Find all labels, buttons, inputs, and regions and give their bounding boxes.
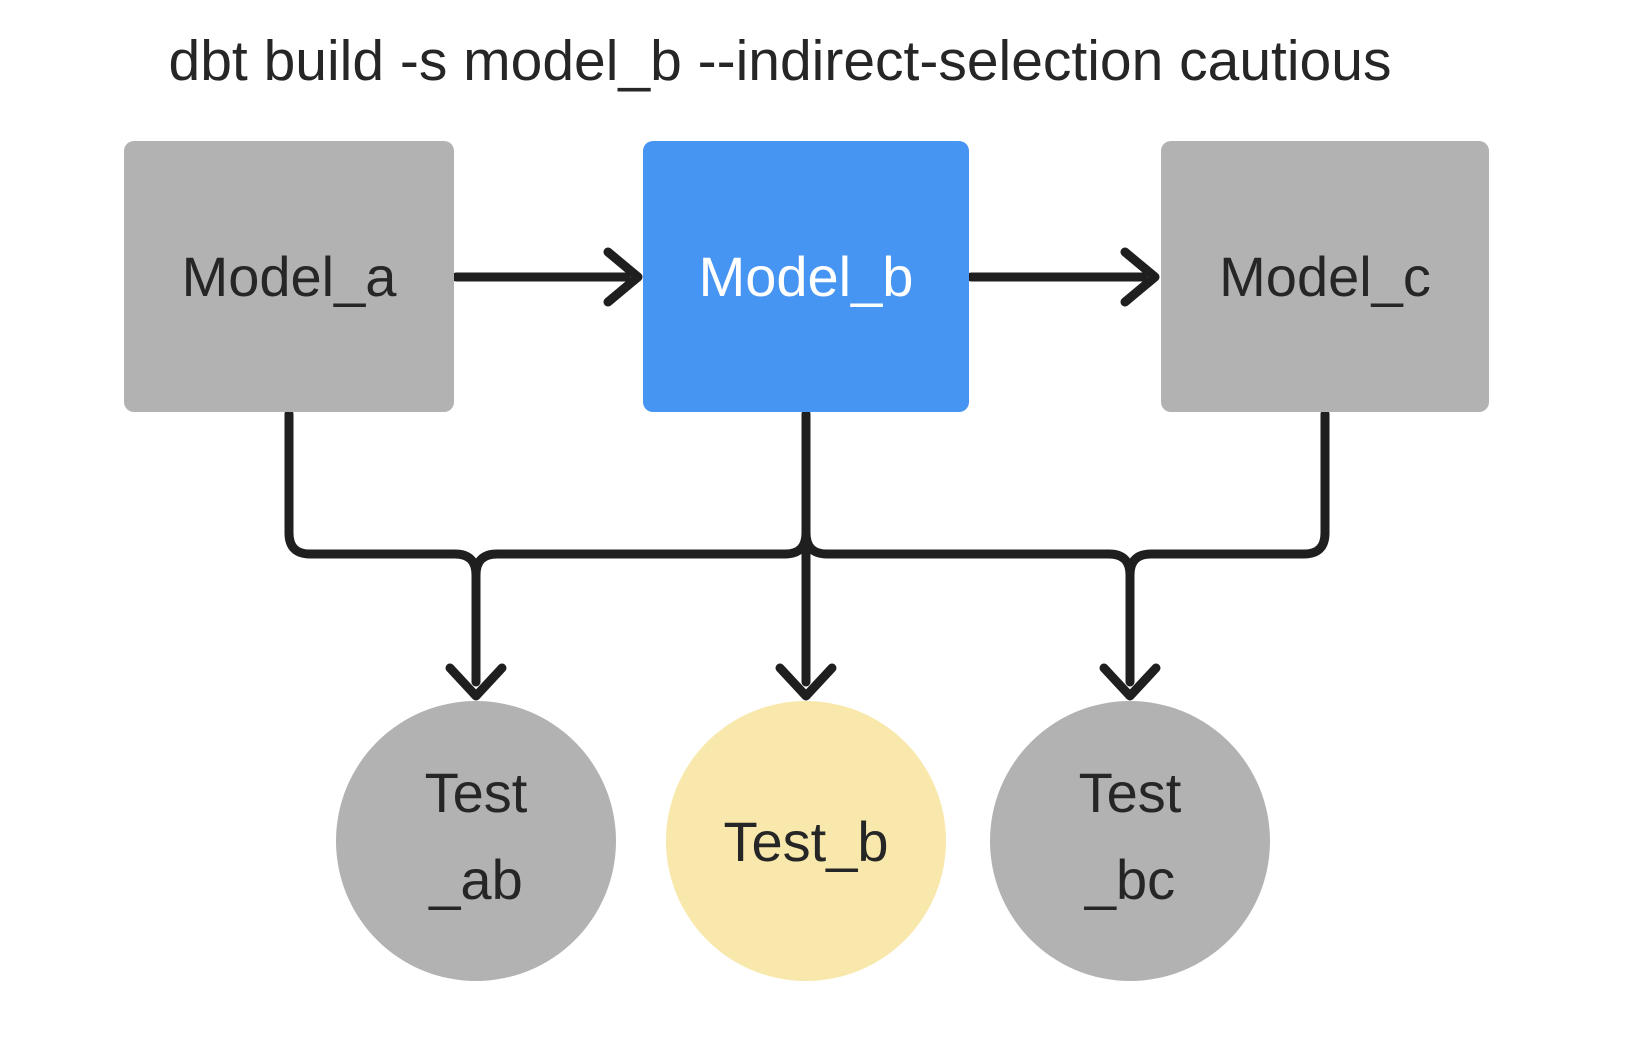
model-a-label: Model_a [182, 245, 398, 308]
arrowhead-model-a-to-model-b [603, 247, 643, 307]
arrowhead-test-b [775, 663, 837, 701]
test-ab-label-line2: _ab [428, 848, 522, 911]
test-bc-label-line1: Test [1079, 761, 1182, 824]
edge-lines [284, 247, 1330, 701]
test-ab-node [336, 701, 616, 981]
arrowhead-test-bc [1099, 663, 1161, 701]
edge-model-c-to-test-bc [1125, 409, 1330, 687]
model-b-node [643, 141, 969, 412]
test-b-label: Test_b [724, 810, 889, 873]
model-b-label: Model_b [699, 245, 914, 308]
model-c-label: Model_c [1219, 245, 1431, 308]
edge-model-b-to-test-bc [801, 528, 1135, 580]
labels-dark: dbt build -s model_b --indirect-selectio… [169, 29, 1431, 911]
test-bc-label-line2: _bc [1084, 848, 1175, 911]
edge-model-b-to-test-ab [471, 528, 811, 580]
model-a-node [124, 141, 454, 412]
edge-model-a-to-test-ab [284, 409, 481, 687]
arrowhead-model-b-to-model-c [1120, 247, 1160, 307]
test-bc-node [990, 701, 1270, 981]
test-ab-label-line1: Test [425, 761, 528, 824]
arrowhead-test-ab [445, 663, 507, 701]
model-c-node [1161, 141, 1489, 412]
test-b-node [666, 701, 946, 981]
diagram-title: dbt build -s model_b --indirect-selectio… [169, 29, 1392, 93]
